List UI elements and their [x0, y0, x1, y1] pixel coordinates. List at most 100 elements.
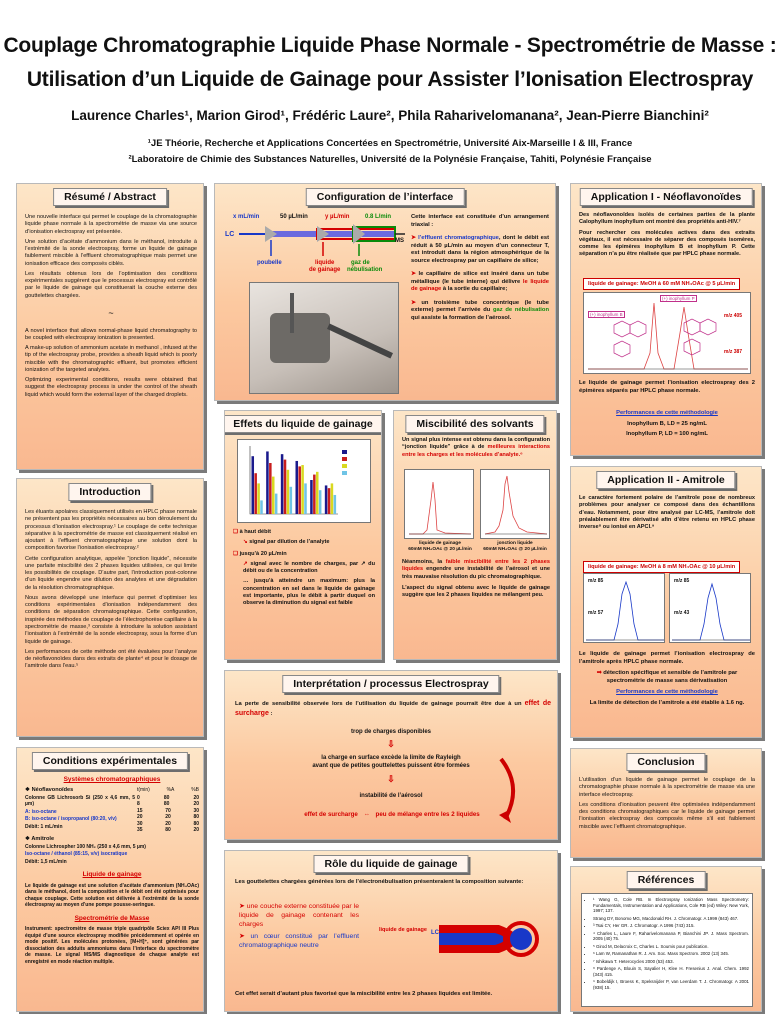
gradient-cell: 80	[193, 814, 199, 821]
resume-separator: ~	[108, 307, 114, 318]
bar	[257, 483, 260, 514]
bar	[289, 486, 293, 514]
affiliation-1: ¹JE Théorie, Recherche et Applications C…	[147, 138, 633, 149]
flow-rate-2: Débit: 1,5 mL/min	[25, 858, 67, 865]
chromatogram-1: m/z 85 m/z 57	[583, 573, 665, 643]
chart-axes	[249, 446, 338, 515]
role-panel: Rôle du liquide de gainage Les gouttelet…	[224, 850, 558, 1012]
caption-1: liquide de gainage 60mM NH₄OAc @ 20 µL/m…	[408, 541, 472, 553]
reference-item: ⁴ Charles L, Laure F, Raharivelomanana P…	[593, 931, 749, 942]
step-2b: avant que de petites gouttelettes puisse…	[312, 763, 470, 769]
poster-title-line1: Couplage Chromatographie Liquide Phase N…	[3, 34, 777, 57]
appI-formula: liquide de gainage: MeOH à 60 mM NH₄OAc …	[583, 278, 741, 290]
bar	[316, 471, 319, 514]
interface-photo	[249, 282, 399, 394]
bar	[313, 474, 316, 514]
appI-text: Des néoflavonoïdes isolés de certaines p…	[579, 212, 755, 258]
eluent-b: B: iso-octane / isopropanol (80:20, v/v)	[25, 816, 117, 823]
step-2a: la charge en surface excède la limite de…	[321, 755, 461, 761]
t-connector	[265, 226, 277, 242]
ms-label: MS	[395, 238, 404, 244]
eluent2: Iso-octane / éthanol (85:15, v/v) isocra…	[25, 851, 128, 858]
role-title: Rôle du liquide de gainage	[313, 855, 469, 873]
miscib-panel: Miscibilité des solvants Un signal plus …	[393, 410, 557, 660]
reference-item: ⁷ Ishikawa T. Heterocycles 2000 (53) 453…	[593, 959, 749, 965]
step-3: instabilité de l’aérosol	[359, 793, 423, 799]
gradient-cell: 20	[193, 794, 199, 801]
intro-p2: Cette configuration analytique, appelée …	[25, 555, 197, 591]
gradient-cell: 80	[163, 794, 170, 801]
gradient-cell: 0	[137, 794, 140, 801]
gradient-cell: 30	[137, 820, 143, 827]
bar	[260, 500, 263, 514]
conditions-sub1: Systèmes chromatographiques	[63, 776, 161, 783]
conditions-sub3: Spectrométrie de Masse	[74, 914, 150, 922]
bar	[274, 493, 278, 514]
gradient-cell: 15	[137, 807, 143, 814]
bar	[310, 480, 313, 514]
config-title: Configuration de l’interface	[305, 188, 465, 206]
gradient-header: t(min) %A %B	[137, 787, 199, 794]
effets-title: Effets du liquide de gainage	[225, 415, 381, 433]
peak-label-2: (+) inophyllum P	[660, 295, 697, 302]
config-panel: Configuration de l’interface x mL/min 50…	[214, 183, 556, 401]
miscib-title: Miscibilité des solvants	[405, 415, 545, 433]
role-p2: Cet effet serait d’autant plus favorisé …	[235, 991, 493, 997]
conditions-text: Systèmes chromatographiques ❖ Néoflavono…	[25, 776, 199, 965]
conditions-panel: Conditions expérimentales Systèmes chrom…	[16, 747, 204, 1012]
effets-panel: Effets du liquide de gainage ❑ à haut dé…	[224, 410, 382, 660]
end-flow-label: 0.8 L/min	[365, 214, 391, 220]
resume-p3: Les résultats obtenus lors de l’optimisa…	[25, 270, 197, 299]
legend-swatch	[342, 464, 347, 468]
intro-p4: Les performances de cette méthode ont ét…	[25, 648, 197, 670]
effets-text: ❑ à haut débit ↘ signal par dilution de …	[233, 529, 375, 607]
bar	[251, 456, 255, 514]
bar	[272, 476, 275, 514]
curved-arrow-icon	[499, 757, 516, 823]
spectrum-jonction-liquide	[480, 469, 550, 539]
liquide-l1: liquide	[315, 260, 335, 266]
gradient-row: 20 20 80	[137, 814, 199, 821]
gradient-cell: 20	[193, 827, 199, 834]
gradient-row: 15 70 30	[137, 808, 199, 815]
interp-panel: Interprétation / processus Electrospray …	[224, 670, 558, 840]
appI-conc: Le liquide de gainage permet l’ionisatio…	[579, 380, 755, 394]
ami-label: Amitrole	[31, 835, 55, 842]
config-text: Cette interface est constituée d’un arra…	[411, 214, 550, 321]
gradient-cell: 30	[193, 807, 199, 814]
reference-item: ⁵ Girod M, Delacroix C, Charles L. Soumi…	[593, 944, 749, 950]
bar	[295, 460, 299, 514]
legend-swatch	[342, 457, 347, 461]
gradient-cell: 20	[137, 814, 143, 821]
appI-panel: Application I - Néoflavonoïdes Des néofl…	[570, 183, 762, 456]
gradient-cell: 35	[137, 827, 143, 834]
y-flow-label: y µL/min	[325, 214, 350, 220]
config-intro: Cette interface est constituée d’un arra…	[411, 214, 549, 228]
peak-label-1: (+) inophyllum B	[588, 311, 625, 318]
appII-p1: Le caractère fortement polaire de l’amit…	[579, 495, 755, 531]
intro-p3: Nous avons développé une interface qui p…	[25, 594, 197, 645]
conditions-title: Conditions expérimentales	[31, 752, 189, 770]
resume-text: Une nouvelle interface qui permet le cou…	[25, 214, 197, 402]
intro-text: Les éluants apolaires classiquement util…	[25, 509, 197, 674]
mz-405: m/z 405	[724, 313, 743, 319]
gradient-cell: 20	[165, 814, 171, 821]
gradient-cell: 70	[165, 807, 171, 814]
gradient-cell: 8	[137, 801, 140, 808]
mz-387: m/z 387	[724, 349, 743, 355]
conclusion-title: Conclusion	[626, 753, 706, 771]
bar	[333, 494, 337, 514]
step-1: trop de charges disponibles	[350, 729, 431, 735]
gradient-cell: 80	[193, 820, 199, 827]
resume-en1: A novel interface that allows normal-pha…	[25, 327, 197, 341]
appI-perf: Performances de cette méthodologie Inoph…	[616, 410, 718, 438]
bar	[283, 459, 287, 514]
bar	[330, 483, 334, 514]
reference-item: ⁶ Lam W, Ramanathan R. J. Am. Soc. Mass …	[593, 951, 749, 957]
bar	[324, 485, 328, 514]
step-4: effet de surcharge ⇔ peu de mélange entr…	[304, 811, 480, 818]
